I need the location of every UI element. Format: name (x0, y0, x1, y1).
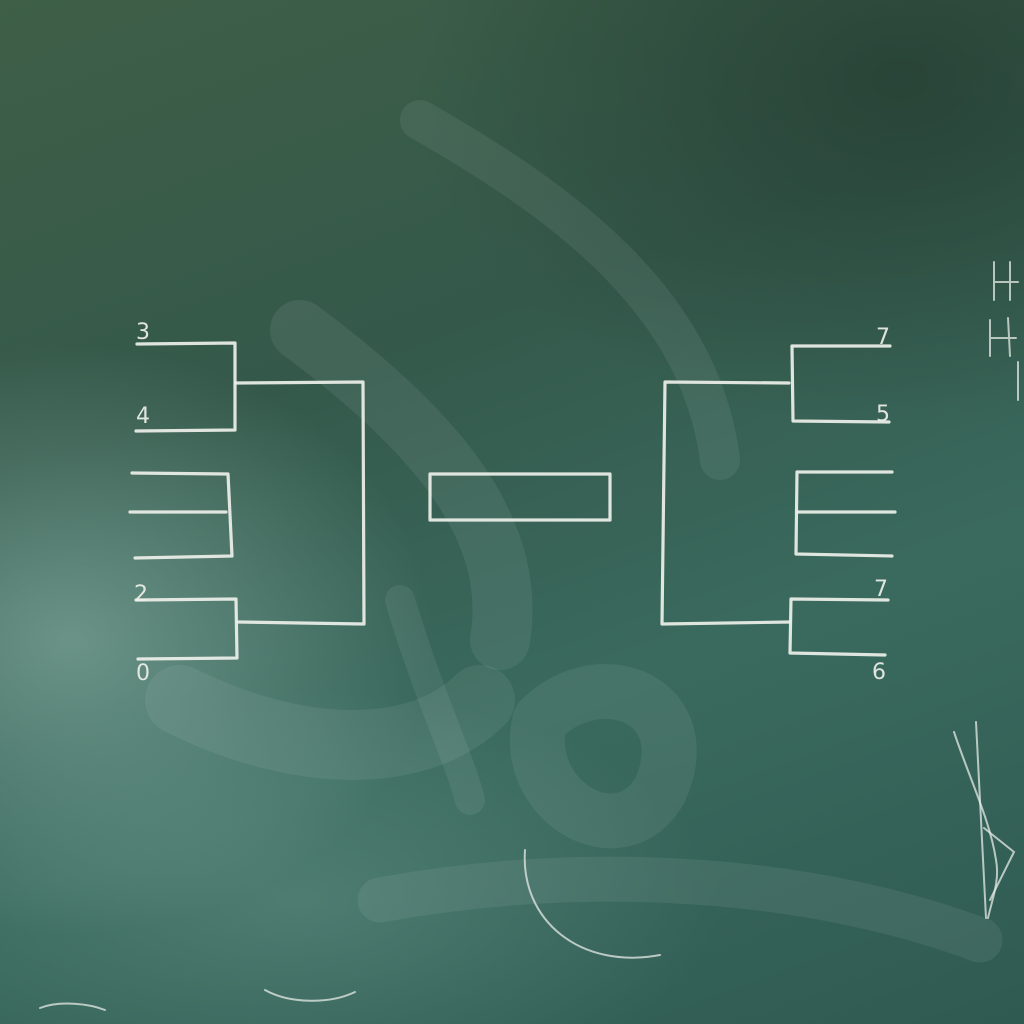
right-bracket (660, 344, 897, 657)
left-pair-top-connector (234, 380, 366, 626)
edge-scribbles (39, 261, 1019, 1011)
right-pair-bottom (788, 597, 890, 657)
right-seed-label: 5 (876, 402, 890, 427)
right-pair-top (790, 344, 892, 424)
left-pair-top (134, 341, 237, 433)
eraser-smudges (145, 100, 1003, 963)
left-seed-label: 0 (136, 661, 150, 686)
final-match-box (428, 472, 612, 522)
left-seed-label: 4 (136, 404, 150, 429)
right-seed-label: 7 (874, 577, 888, 602)
right-seed-label: 7 (876, 325, 890, 350)
left-seed-label: 2 (134, 582, 148, 607)
left-seed-label: 3 (136, 320, 150, 345)
right-seed-label: 6 (872, 660, 886, 685)
left-pair-bottom (134, 597, 239, 661)
left-bracket (128, 341, 366, 661)
left-mid-slot-1 (130, 471, 234, 560)
right-pair-top-connector (660, 380, 792, 626)
right-mid-slot-1 (794, 470, 894, 558)
